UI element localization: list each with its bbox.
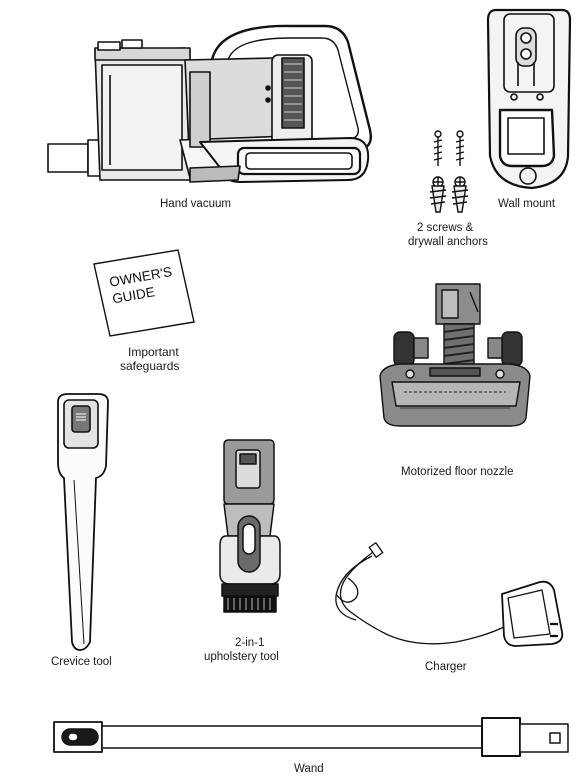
upholstery-label-line1: 2-in-1 [235,637,265,649]
hand-vacuum-illustration [40,20,380,190]
charger-label: Charger [425,661,467,673]
floor-nozzle-illustration [370,282,540,432]
wall-mount-illustration [482,6,574,192]
upholstery-tool-illustration [218,436,282,618]
upholstery-label-line2: upholstery tool [204,651,279,663]
floor-nozzle-label: Motorized floor nozzle [401,466,514,478]
wand-label: Wand [294,763,324,775]
hand-vacuum-label: Hand vacuum [160,198,231,210]
crevice-tool-illustration [50,392,120,652]
safeguards-label-line1: Important [128,345,179,359]
screws-label-line1: 2 screws & [417,222,474,234]
screws-anchors-illustration [424,126,478,216]
safeguards-label-line2: safeguards [120,359,180,373]
owners-guide-illustration [90,248,198,340]
screws-label-line2: drywall anchors [408,236,488,248]
wall-mount-label: Wall mount [498,198,556,210]
wand-illustration [52,716,572,760]
charger-illustration [326,538,576,650]
crevice-tool-label: Crevice tool [51,656,112,668]
